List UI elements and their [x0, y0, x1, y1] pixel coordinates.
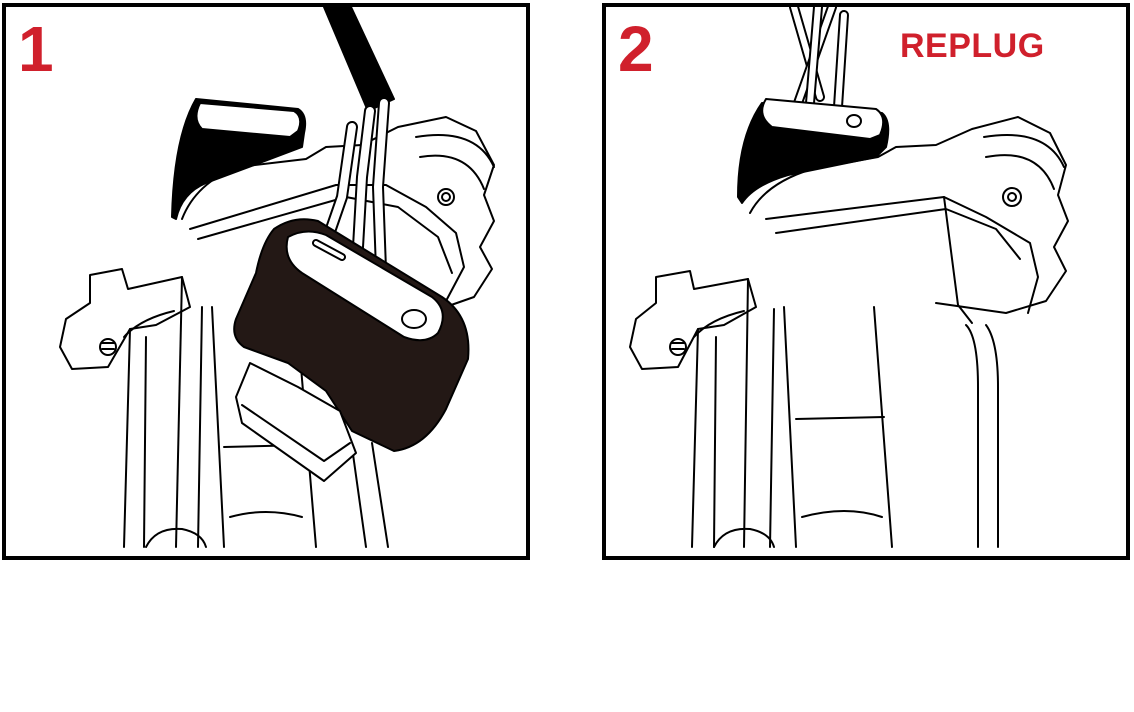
- step-2-panel: 2 REPLUG: [602, 3, 1130, 560]
- replug-label: REPLUG: [900, 29, 1045, 63]
- step-2-number: 2: [618, 17, 654, 81]
- step-1-number: 1: [18, 17, 54, 81]
- step-1-panel: 1: [2, 3, 530, 560]
- step-1-illustration: [6, 7, 526, 556]
- step-2-illustration: [606, 7, 1126, 556]
